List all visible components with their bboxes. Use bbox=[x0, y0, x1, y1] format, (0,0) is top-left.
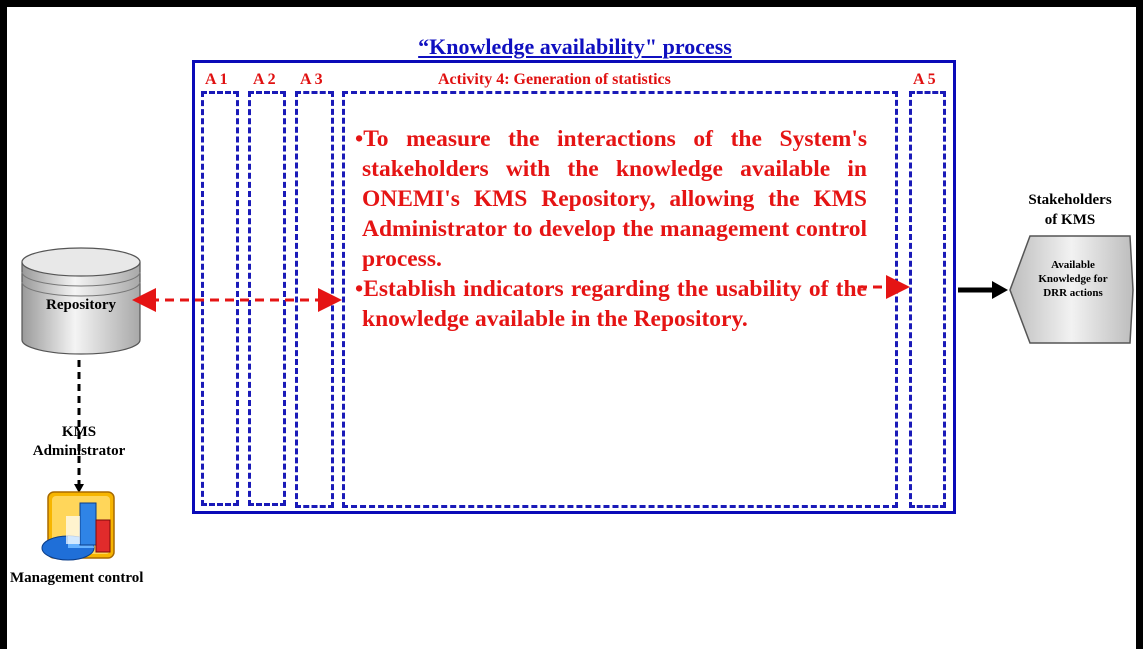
repository-cylinder-icon bbox=[21, 247, 141, 355]
process-box bbox=[192, 60, 956, 514]
management-control-label: Management control bbox=[10, 570, 144, 586]
activity-lane-a5 bbox=[909, 91, 946, 508]
activity-label-a1: A 1 bbox=[205, 71, 228, 88]
activity-label-a2: A 2 bbox=[253, 71, 276, 88]
management-control-icon bbox=[41, 491, 115, 561]
repository-label: Repository bbox=[46, 297, 116, 313]
activity-label-a3: A 3 bbox=[300, 71, 323, 88]
stakeholders-shape-line2: Knowledge for bbox=[1038, 273, 1108, 285]
stakeholders-title-line1: Stakeholders bbox=[1028, 192, 1112, 208]
activity-label-a4: Activity 4: Generation of statistics bbox=[438, 71, 671, 88]
bullet-establish-indicators: •Establish indicators regarding the usab… bbox=[355, 276, 867, 332]
stakeholders-shape-line3: DRR actions bbox=[1043, 287, 1103, 299]
activity-lane-a4 bbox=[342, 91, 898, 508]
bullet-measure-interactions: •To measure the interactions of the Syst… bbox=[355, 126, 867, 272]
activity-label-a5: A 5 bbox=[913, 71, 936, 88]
administrator-label-line1: KMS bbox=[61, 424, 97, 440]
stakeholders-shape-line1: Available bbox=[1051, 259, 1095, 271]
administrator-label-line2: Administrator bbox=[32, 443, 126, 459]
stakeholders-shape bbox=[1009, 235, 1134, 344]
activity-description: •To measure the interactions of the Syst… bbox=[355, 124, 867, 334]
process-title: “Knowledge availability" process bbox=[418, 34, 732, 59]
stakeholders-title-line2: of KMS bbox=[1044, 212, 1096, 228]
